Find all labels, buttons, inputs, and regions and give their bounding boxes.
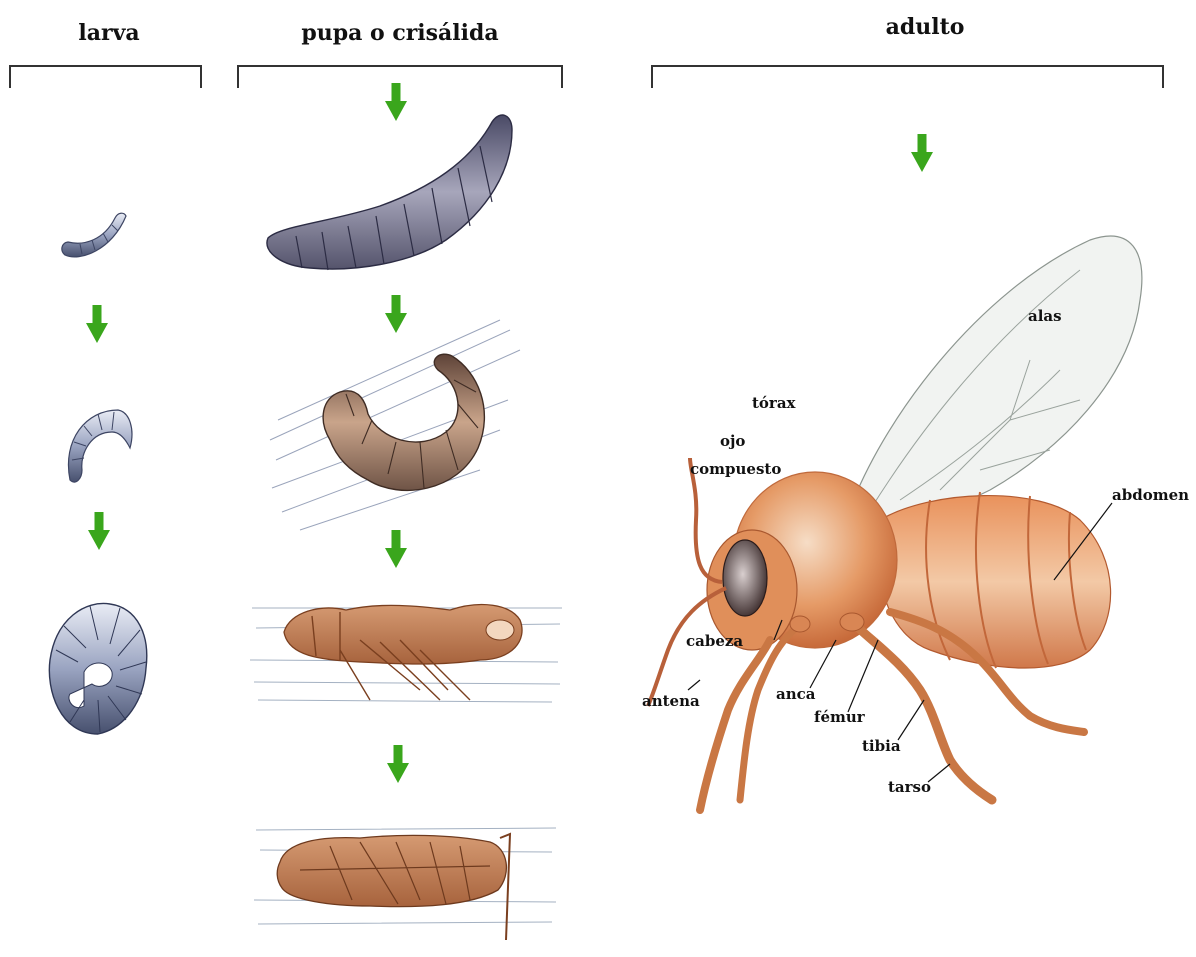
pupa-early	[267, 115, 512, 270]
arrow-down-icon	[88, 512, 110, 550]
arrow-down-icon	[385, 295, 407, 333]
label-tibia: tibia	[862, 737, 901, 755]
label-torax: tórax	[752, 394, 797, 412]
arrow-down-icon	[911, 134, 933, 172]
label-abdomen: abdomen	[1112, 486, 1189, 504]
arrow-down-icon	[385, 530, 407, 568]
pupa-late-scene	[254, 828, 556, 940]
arrow-down-icon	[385, 83, 407, 121]
adult-bee-illustration	[648, 236, 1142, 810]
pupa-developing-scene	[250, 605, 562, 702]
larva-small	[62, 213, 126, 257]
larva-medium	[68, 410, 131, 482]
label-femur: fémur	[814, 708, 866, 726]
label-tarso: tarso	[888, 778, 931, 796]
stage-label-adult: adulto	[886, 14, 965, 40]
label-anca: anca	[776, 685, 816, 703]
larva-bracket	[10, 66, 201, 88]
stage-label-pupa: pupa o crisálida	[301, 20, 498, 46]
pupa-curled-scene	[270, 320, 520, 530]
adult-bracket	[652, 66, 1163, 88]
label-antena: antena	[642, 692, 700, 710]
arrow-down-icon	[86, 305, 108, 343]
label-ojo: ojo	[720, 432, 745, 450]
label-cabeza: cabeza	[686, 632, 743, 650]
arrow-down-icon	[387, 745, 409, 783]
larva-large	[49, 603, 146, 734]
stage-label-larva: larva	[78, 20, 139, 46]
label-compuesto: compuesto	[690, 460, 781, 478]
label-alas: alas	[1028, 307, 1062, 325]
